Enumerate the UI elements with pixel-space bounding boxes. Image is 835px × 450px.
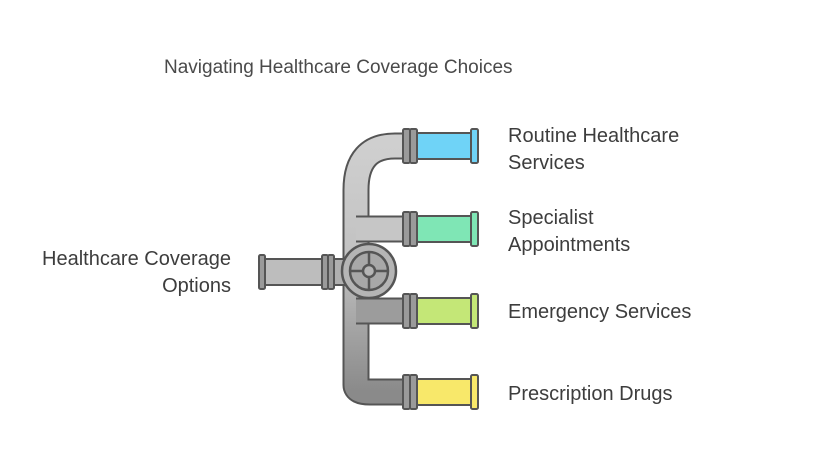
- inlet-pipe: [258, 254, 353, 290]
- branch-coupling-emergency: [402, 293, 411, 329]
- main-pipe-fill: [344, 134, 409, 404]
- branch-pipe-specialist: [402, 211, 479, 247]
- source-label: Healthcare Coverage Options: [42, 248, 231, 297]
- branch-pipe-emergency: [402, 293, 479, 329]
- branch-body-emergency: [416, 297, 473, 325]
- branch-flange-emergency: [409, 293, 418, 329]
- branch-coupling-prescription: [402, 374, 411, 410]
- branch-end-prescription: [470, 374, 479, 410]
- branch-flange-specialist: [409, 211, 418, 247]
- branch-pipes: [402, 128, 479, 410]
- branch-label-specialist: Specialist Appointments: [508, 207, 631, 256]
- branch-body-routine: [416, 132, 473, 160]
- branch-flange-prescription: [409, 374, 418, 410]
- branch-flange-routine: [409, 128, 418, 164]
- branch-coupling-specialist: [402, 211, 411, 247]
- branch-body-specialist: [416, 215, 473, 243]
- branch-end-specialist: [470, 211, 479, 247]
- branch-label-emergency: Emergency Services: [508, 301, 692, 323]
- valve-icon: [340, 242, 398, 300]
- branch-end-routine: [470, 128, 479, 164]
- branch-label-prescription: Prescription Drugs: [508, 383, 673, 405]
- branch-coupling-routine: [402, 128, 411, 164]
- branch-pipe-routine: [402, 128, 479, 164]
- branch-body-prescription: [416, 378, 473, 406]
- branch-end-emergency: [470, 293, 479, 329]
- branch-pipe-prescription: [402, 374, 479, 410]
- branch-label-routine: Routine Healthcare Services: [508, 125, 680, 174]
- diagram-title: Navigating Healthcare Coverage Choices: [164, 57, 513, 78]
